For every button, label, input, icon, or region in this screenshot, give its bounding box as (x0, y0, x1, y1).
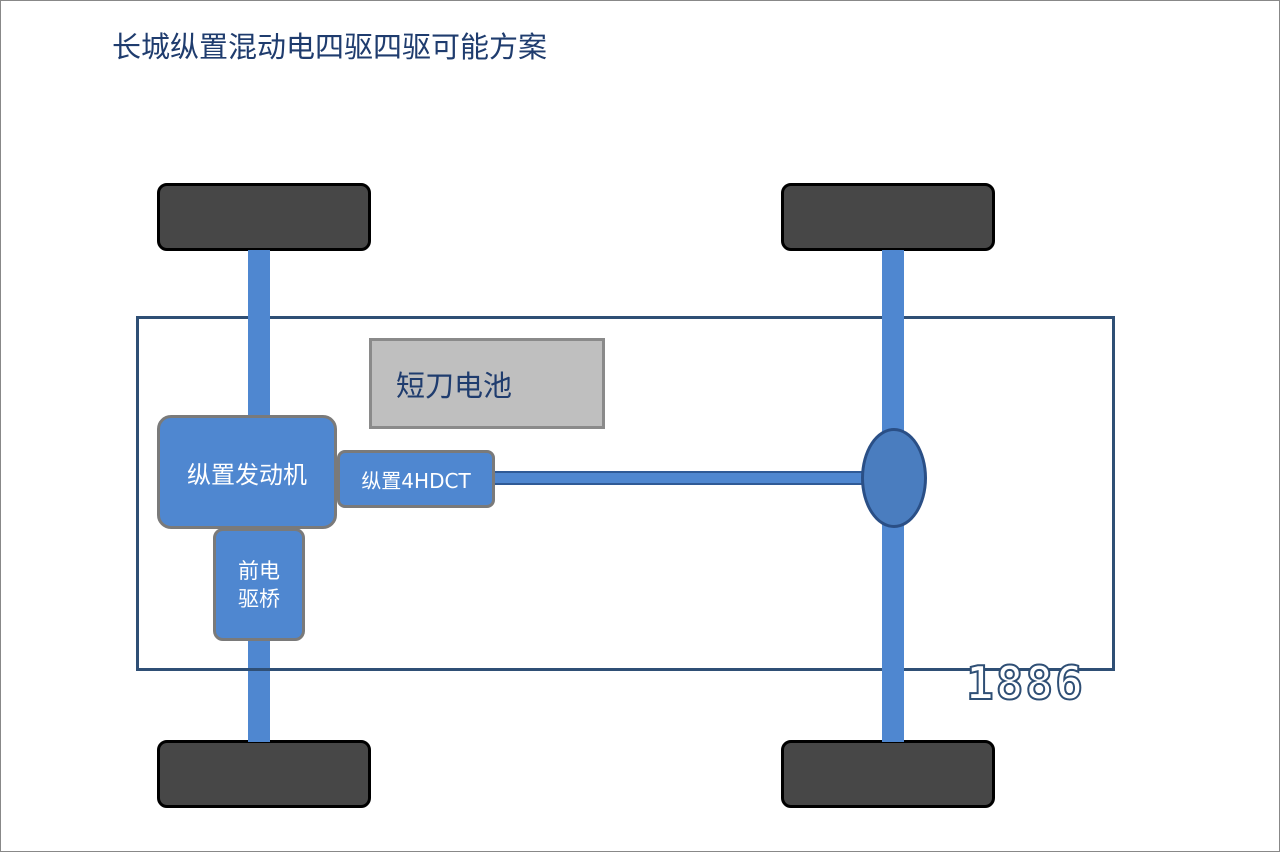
engine-box: 纵置发动机 (157, 415, 337, 529)
front-axle-shaft-inner (248, 316, 270, 416)
front-e-axle-label: 前电驱桥 (238, 558, 280, 611)
page-title: 长城纵置混动电四驱四驱可能方案 (112, 30, 548, 64)
blade-battery-box: 短刀电池 (369, 338, 605, 429)
propeller-shaft (494, 471, 864, 485)
front-right-wheel (157, 740, 371, 808)
watermark-stamp: 1886 (965, 655, 1085, 711)
battery-label: 短刀电池 (396, 368, 513, 403)
front-left-wheel (157, 183, 371, 251)
front-e-axle-box: 前电驱桥 (213, 528, 305, 641)
rear-left-wheel (781, 183, 995, 251)
vehicle-chassis-outline (136, 316, 1115, 671)
dct-label: 纵置4HDCT (361, 468, 471, 493)
engine-label: 纵置发动机 (187, 460, 307, 489)
rear-differential (861, 428, 927, 528)
rear-right-wheel (781, 740, 995, 808)
dct-box: 纵置4HDCT (337, 450, 495, 508)
